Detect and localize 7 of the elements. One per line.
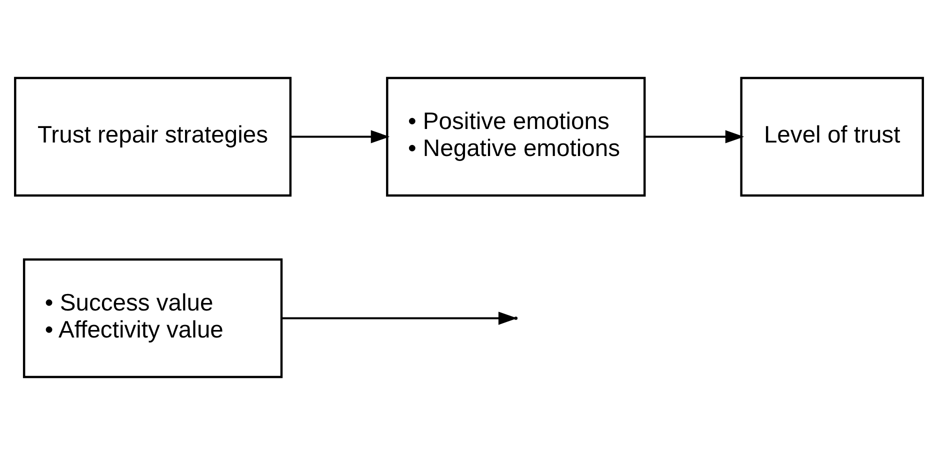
- node-box: Trust repair strategies: [14, 76, 292, 196]
- arrow: [644, 130, 744, 143]
- node-box: • Success value • Affectivity value: [22, 258, 283, 378]
- arrow: [282, 311, 518, 324]
- node-box: • Positive emotions • Negative emotions: [386, 76, 646, 196]
- node-box: Level of trust: [740, 76, 924, 196]
- arrow: [290, 130, 390, 143]
